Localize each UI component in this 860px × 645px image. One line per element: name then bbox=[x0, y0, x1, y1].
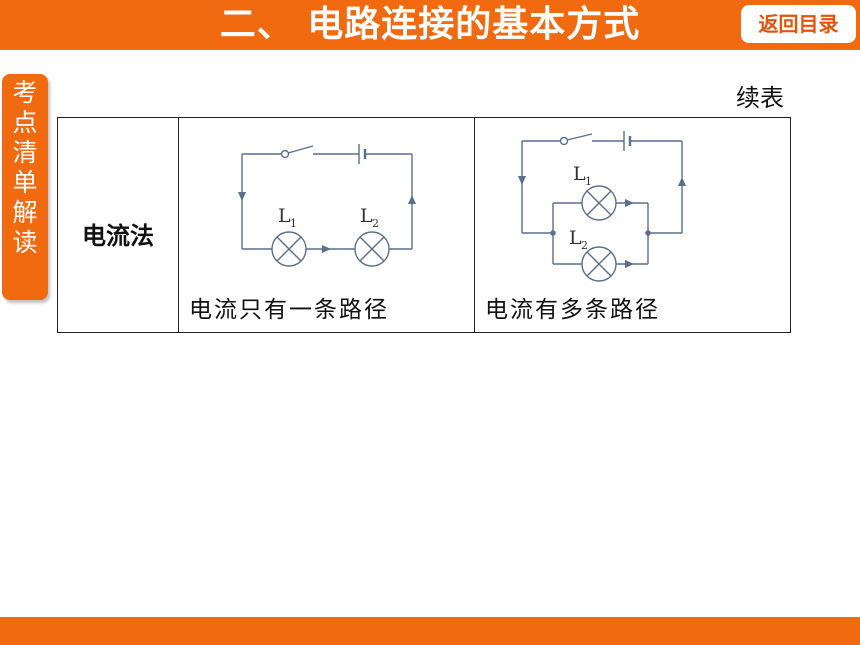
parallel-cell: L 1 L 2 电流有多条路径 bbox=[474, 117, 791, 333]
side-tab[interactable] bbox=[2, 74, 48, 300]
series-circuit-diagram: L 1 L 2 bbox=[238, 144, 416, 267]
table-row: 电流法 bbox=[57, 117, 791, 333]
series-description: 电流只有一条路径 bbox=[189, 297, 389, 323]
parallel-lamp-l2-label: L bbox=[569, 227, 582, 249]
parallel-lamp-l2-subscript: 2 bbox=[581, 239, 588, 252]
parallel-circuit-diagram: L 1 L 2 bbox=[518, 131, 686, 282]
header-bar bbox=[0, 0, 860, 50]
parallel-lamp-l1-subscript: 1 bbox=[585, 175, 592, 188]
lamp-l1-label: L bbox=[278, 205, 291, 227]
lamp-l2-subscript: 2 bbox=[372, 217, 379, 230]
method-label: 电流法 bbox=[82, 222, 154, 250]
side-tab-label: 考点清单解读 bbox=[12, 78, 38, 257]
circuit-table: 电流法 bbox=[57, 117, 791, 333]
lamp-l2-label: L bbox=[360, 205, 373, 227]
series-cell: L 1 L 2 电流只有一条路径 bbox=[178, 117, 475, 333]
parallel-description: 电流有多条路径 bbox=[485, 297, 660, 323]
page-title: 二、 电路连接的基本方式 bbox=[219, 4, 641, 45]
table-caption: 续表 bbox=[736, 84, 784, 112]
method-cell: 电流法 bbox=[57, 117, 179, 333]
lamp-l1-subscript: 1 bbox=[290, 217, 297, 230]
footer-bar bbox=[0, 617, 860, 645]
parallel-lamp-l1-label: L bbox=[573, 163, 586, 185]
back-to-contents-button[interactable]: 返回目录 bbox=[741, 5, 856, 43]
